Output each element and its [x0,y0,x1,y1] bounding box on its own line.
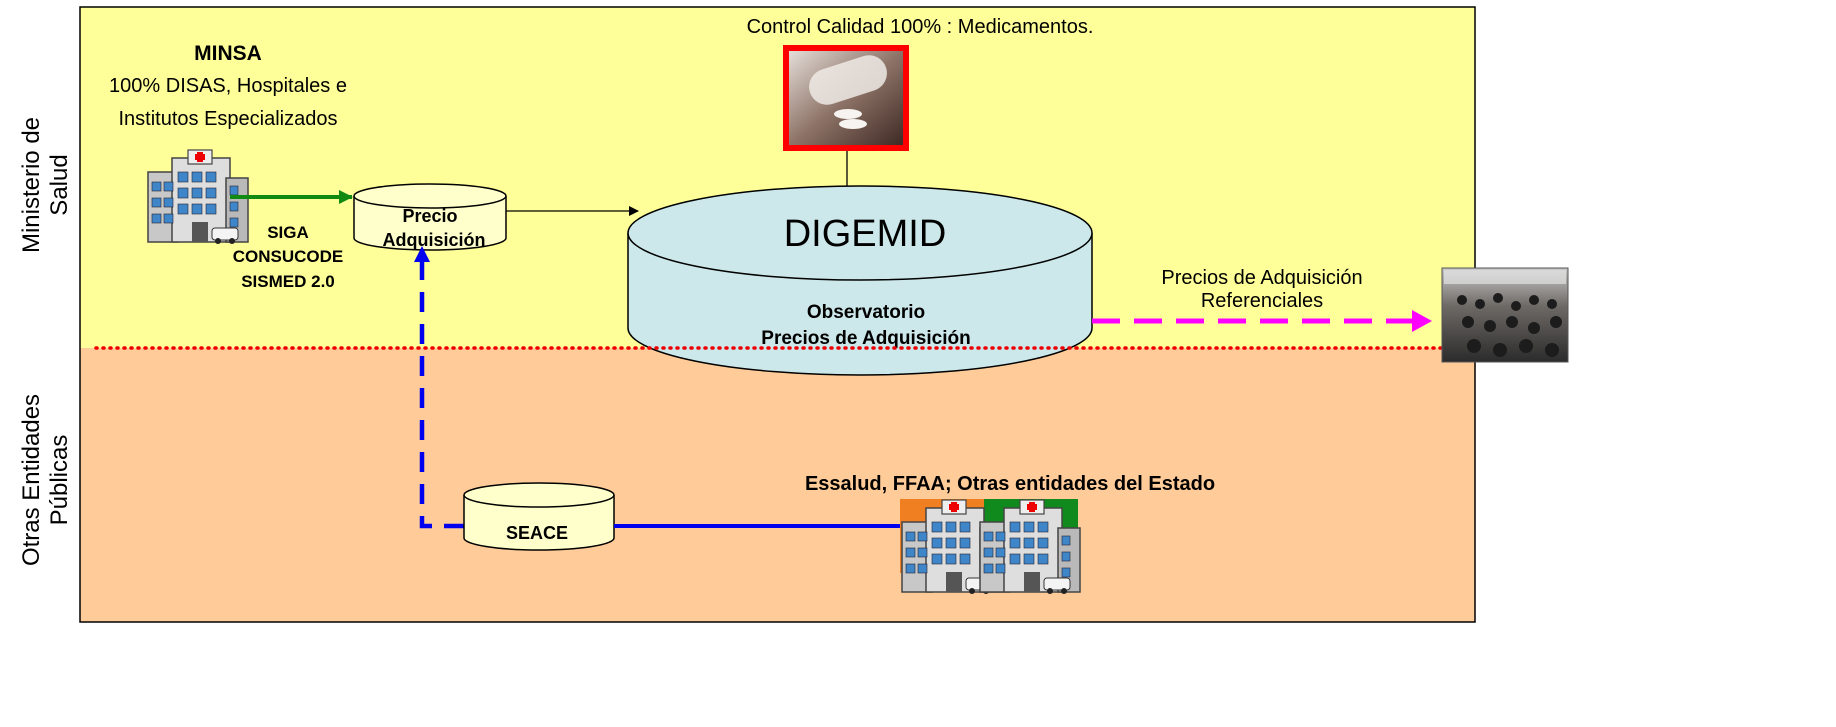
minsa-title: MINSA [194,42,262,65]
seace-to-precio-link [414,246,464,529]
minsa-line2: Institutos Especializados [118,108,337,130]
side-label-otras-line1: Otras Entidades [18,394,45,566]
seace-db: SEACE [463,482,615,551]
output-arrow [1092,310,1432,332]
precio-db-line1: Precio [402,206,457,226]
pills-photo [783,45,909,151]
digemid-title: DIGEMID [784,213,947,255]
other-entities-hospitals [900,499,1081,595]
output-label-line2: Referenciales [1201,290,1323,312]
system-siga: SIGA [267,223,309,242]
otras-entidades-band [80,348,1475,622]
side-label-ministerio-line1: Ministerio de [18,117,45,253]
digemid-subtitle-line2: Precios de Adquisición [761,328,970,349]
side-label-otras: Otras Entidades Públicas [18,394,73,566]
system-consucode: CONSUCODE [233,247,344,266]
quality-label: Control Calidad 100% : Medicamentos. [747,16,1094,38]
audience-photo [1441,267,1569,363]
side-label-ministerio: Ministerio de Salud [18,117,73,253]
other-entities-label: Essalud, FFAA; Otras entidades del Estad… [805,473,1215,495]
precio-db-line2: Adquisición [383,230,486,250]
seace-label: SEACE [506,523,568,543]
minsa-line1: 100% DISAS, Hospitales e [109,75,347,97]
side-label-otras-line2: Públicas [46,435,73,526]
system-sismed: SISMED 2.0 [241,272,335,291]
precio-adquisicion-db: Precio Adquisición [353,183,507,251]
digemid-subtitle-line1: Observatorio [807,302,925,323]
digemid-cylinder: DIGEMID Observatorio Precios de Adquisic… [627,185,1093,376]
output-label-line1: Precios de Adquisición [1161,267,1362,289]
side-label-ministerio-line2: Salud [46,154,73,215]
